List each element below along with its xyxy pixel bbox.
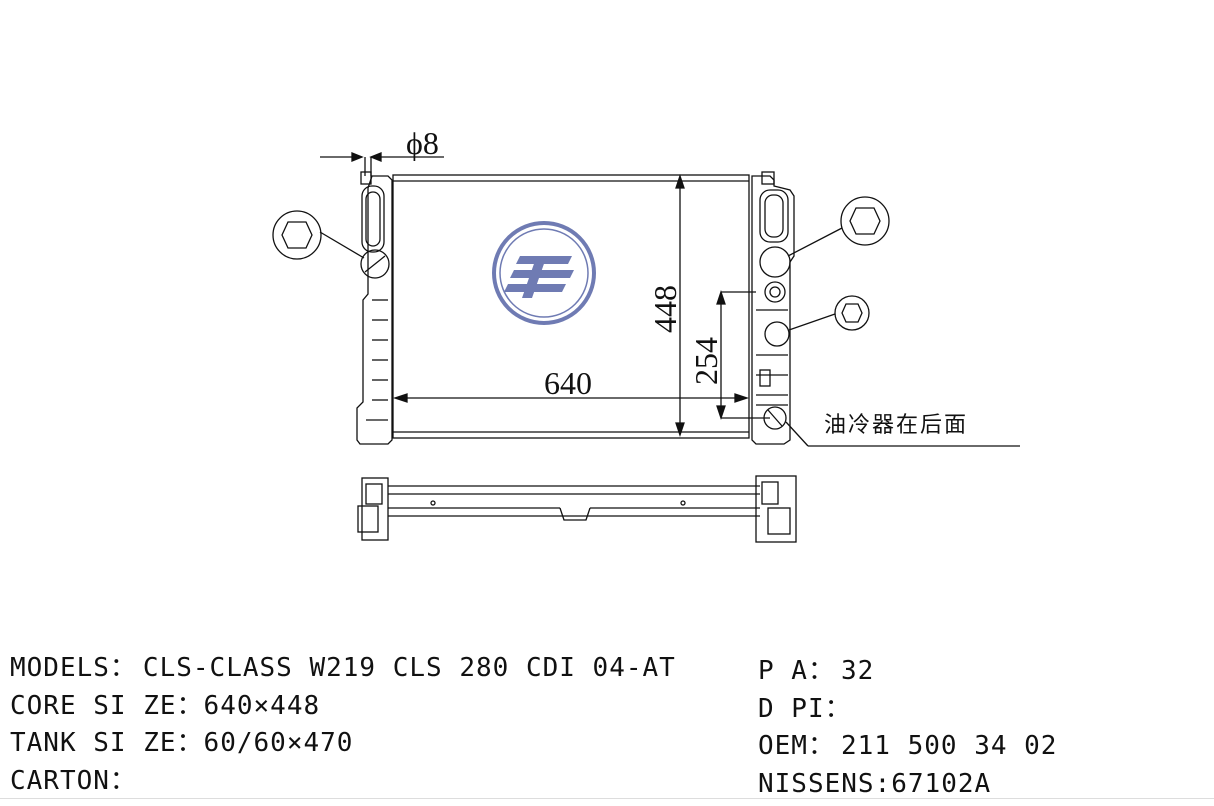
width-dimension-label: 640 bbox=[544, 365, 592, 401]
pipe-diameter-label: ϕ8 bbox=[406, 125, 439, 161]
spec-value: 640×448 bbox=[204, 691, 321, 721]
bottom-view bbox=[358, 476, 796, 542]
hex-callout-small bbox=[835, 296, 869, 330]
oil-cooler-port-upper bbox=[765, 322, 789, 346]
right-tank bbox=[752, 172, 794, 444]
spec-oem: OEM：211 500 34 02 bbox=[758, 731, 1057, 769]
spec-label: D PI： bbox=[758, 694, 852, 724]
right-cap bbox=[760, 247, 790, 277]
oil-cooler-note: 油冷器在后面 bbox=[824, 413, 968, 438]
spec-dpi: D PI： bbox=[758, 694, 1057, 732]
spec-label: TANK SI ZE： bbox=[10, 728, 204, 758]
spec-label: CARTON： bbox=[10, 766, 137, 796]
bottom-divider bbox=[0, 798, 1214, 799]
height-dimension-label: 448 bbox=[647, 285, 683, 333]
spec-value: CLS-CLASS W219 CLS 280 CDI 04-AT bbox=[143, 653, 676, 683]
spec-models: MODELS：CLS-CLASS W219 CLS 280 CDI 04-AT bbox=[10, 653, 676, 691]
spec-list-right: P A：32 D PI： OEM：211 500 34 02 NISSENS:6… bbox=[758, 656, 1057, 806]
spec-value: 32 bbox=[841, 656, 874, 686]
spec-pa: P A：32 bbox=[758, 656, 1057, 694]
left-tank bbox=[357, 172, 392, 444]
oil-cooler-dimension-label: 254 bbox=[688, 337, 724, 385]
spec-label: MODELS： bbox=[10, 653, 137, 683]
spec-label: CORE SI ZE： bbox=[10, 691, 204, 721]
spec-value: 211 500 34 02 bbox=[841, 731, 1058, 761]
spec-core-size: CORE SI ZE：640×448 bbox=[10, 691, 676, 729]
spec-value: 67102A bbox=[891, 769, 991, 799]
spec-label: OEM： bbox=[758, 731, 835, 761]
spec-nissens: NISSENS:67102A bbox=[758, 769, 1057, 806]
radiator-drawing: ϕ8 448 254 640 油冷器在后面 bbox=[0, 0, 1214, 620]
spec-label: NISSENS: bbox=[758, 769, 891, 799]
spec-tank-size: TANK SI ZE：60/60×470 bbox=[10, 728, 676, 766]
hex-callout-left bbox=[273, 211, 321, 259]
spec-value: 60/60×470 bbox=[204, 728, 354, 758]
spec-list-left: MODELS：CLS-CLASS W219 CLS 280 CDI 04-AT … bbox=[10, 653, 676, 803]
brand-logo-watermark bbox=[494, 223, 594, 323]
hex-callout-right bbox=[841, 197, 889, 245]
spec-label: P A： bbox=[758, 656, 835, 686]
